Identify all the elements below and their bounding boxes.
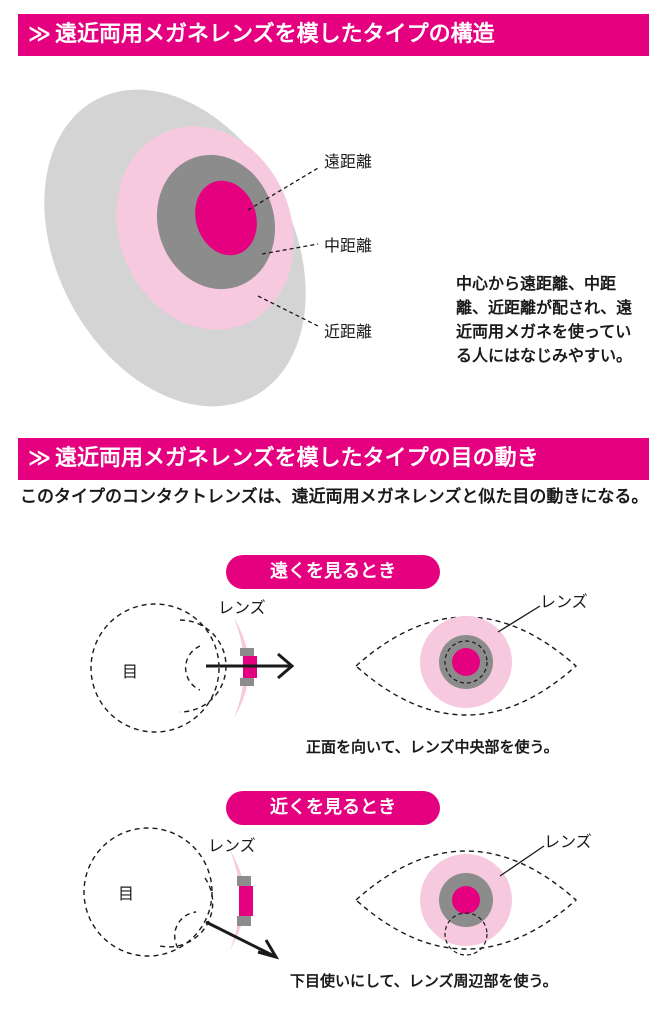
near-cornea-inner <box>174 911 197 949</box>
far-cornea-inner <box>184 645 201 691</box>
far-gaze-arrowhead <box>277 652 295 680</box>
near-side-view <box>83 827 280 960</box>
far-pupil-outline <box>444 640 488 684</box>
leader-line-mid <box>261 243 319 255</box>
near-pupil-outline <box>444 912 488 956</box>
near-gaze-arrow <box>205 920 275 958</box>
near-cornea <box>159 877 214 948</box>
eye-movement-intro: このタイプのコンタクトレンズは、遠近両用メガネレンズと似た目の動きになる。 <box>20 487 649 507</box>
far-eye-label: 目 <box>122 662 139 681</box>
far-contact-lens <box>234 618 249 718</box>
section-title-eye-movement: 遠近両用メガネレンズを模したタイプの目の動き <box>55 446 539 471</box>
panel-far-caption: 正面を向いて、レンズ中央部を使う。 <box>306 738 559 756</box>
section-title-structure: 遠近両用メガネレンズを模したタイプの構造 <box>55 22 495 47</box>
near-lens-band-gray-bottom <box>237 916 251 926</box>
chevron-double-right-icon: ≫ <box>28 22 52 47</box>
label-far: 遠距離 <box>324 152 373 171</box>
near-front-leader <box>499 845 545 877</box>
section-banner-structure: ≫遠近両用メガネレンズを模したタイプの構造 <box>18 14 649 56</box>
near-front-view <box>354 845 578 956</box>
panel-far-title: 遠くを見るとき <box>226 555 440 589</box>
near-eyeball <box>83 827 213 957</box>
far-lens-band-gray-bottom <box>240 678 254 686</box>
far-eye-outline <box>354 616 578 716</box>
lens-structure-diagram <box>44 89 319 407</box>
far-front-far <box>452 648 480 676</box>
far-front-leader <box>497 605 541 633</box>
far-eyeball <box>90 603 220 733</box>
near-eye-outline <box>354 850 578 950</box>
near-lens-label-right: レンズ <box>544 832 592 851</box>
label-near: 近距離 <box>324 322 373 341</box>
far-lens-label: レンズ <box>218 598 266 617</box>
panel-near-title: 近くを見るとき <box>226 791 440 825</box>
near-lens-label: レンズ <box>208 836 256 855</box>
lens-far-zone <box>195 180 257 256</box>
label-mid: 中距離 <box>324 236 373 255</box>
chevron-double-right-icon: ≫ <box>28 446 52 471</box>
near-gaze-arrowhead <box>257 939 280 960</box>
structure-note: 中心から遠距離、中距離、近距離が配され、遠近両用メガネを使っている人にはなじみや… <box>456 274 633 365</box>
far-lens-band-gray-top <box>240 648 254 656</box>
panel-near-caption: 下目使いにして、レンズ周辺部を使う。 <box>290 972 558 990</box>
near-lens-band-magenta <box>239 886 253 916</box>
far-side-view <box>90 603 295 733</box>
near-front-far <box>452 886 480 914</box>
far-lens-label-right: レンズ <box>540 592 588 611</box>
near-lens-band-gray-top <box>237 876 251 886</box>
section-banner-eye-movement: ≫遠近両用メガネレンズを模したタイプの目の動き <box>18 438 649 480</box>
near-eye-label: 目 <box>118 884 135 903</box>
far-front-view <box>354 605 578 716</box>
